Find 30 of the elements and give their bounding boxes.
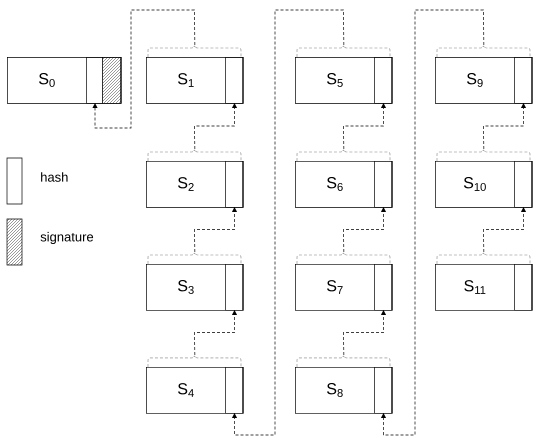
arrow (380, 10, 484, 436)
record-box: S$_{7}$ (295, 264, 393, 311)
hash-cell (514, 264, 532, 311)
hash-cell (514, 160, 532, 208)
record-box: S$_{10}$ (435, 160, 533, 208)
record-box: S$_{6}$ (295, 160, 393, 208)
record-box: S$_{11}$ (435, 264, 533, 311)
record-box: S$_{1}$ (146, 57, 244, 104)
hash-cell (374, 366, 392, 414)
record-box: S$_{4}$ (146, 366, 244, 414)
hash-cell (86, 57, 103, 104)
arrow (92, 10, 196, 128)
legend-label: hash (41, 172, 68, 182)
hash-cell (374, 57, 392, 104)
hash-cell (225, 160, 243, 208)
record-box: S$_{0}$ (7, 57, 122, 104)
hash-cell (514, 57, 532, 104)
hash-cell (374, 160, 392, 208)
signature-cell (102, 57, 121, 104)
record-box: S$_{2}$ (146, 160, 244, 208)
record-box: S$_{8}$ (295, 366, 393, 414)
record-box: S$_{3}$ (146, 264, 244, 311)
hash-cell (225, 57, 243, 104)
legend-label: signature (40, 232, 94, 244)
hash-cell (374, 264, 392, 311)
hash-cell (225, 366, 243, 414)
arrow (232, 10, 344, 436)
record-box: S$_{5}$ (295, 57, 393, 104)
record-box: S$_{9}$ (435, 57, 533, 104)
hash-cell (225, 264, 243, 311)
